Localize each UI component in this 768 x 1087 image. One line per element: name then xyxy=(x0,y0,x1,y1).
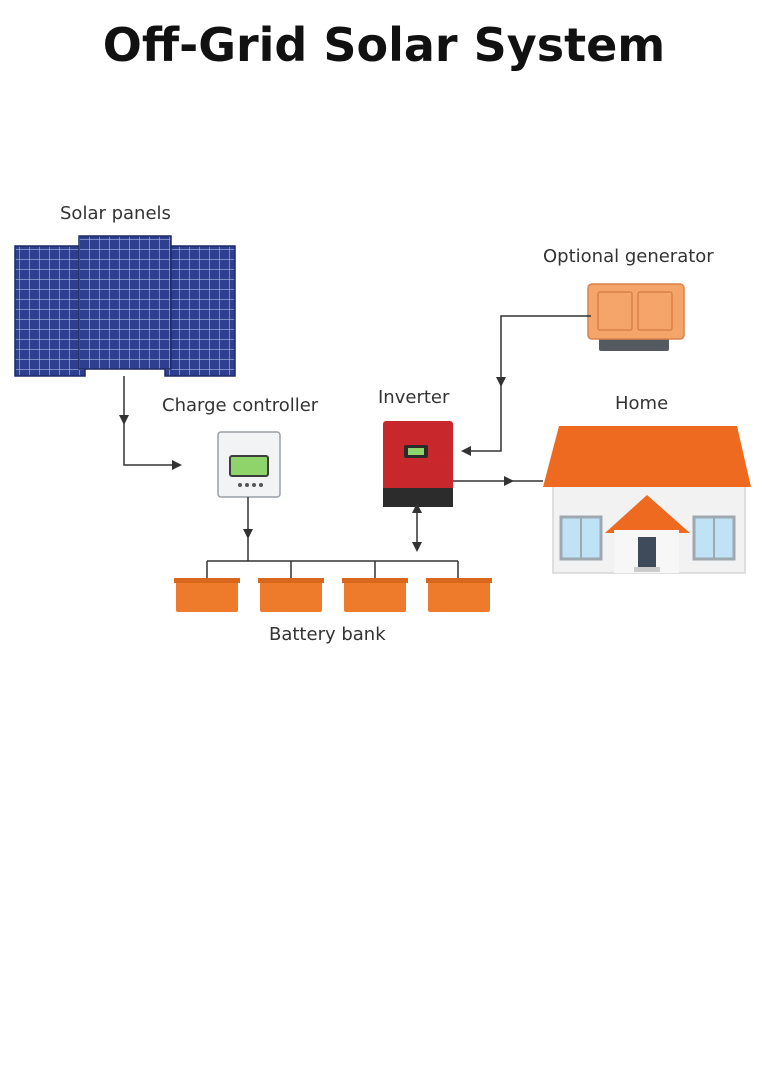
battery-icon xyxy=(426,578,492,612)
battery-bank-label: Battery bank xyxy=(269,624,386,645)
charge-controller-label: Charge controller xyxy=(162,395,319,416)
house-icon xyxy=(543,426,751,574)
connection-arrows xyxy=(119,315,591,561)
battery-wiring xyxy=(206,560,459,580)
battery-icon xyxy=(174,578,240,612)
home-label: Home xyxy=(615,393,668,414)
solar-panel-left xyxy=(14,245,86,377)
charge-controller-icon xyxy=(217,431,281,498)
solar-panels xyxy=(14,235,236,377)
solar-panels-label: Solar panels xyxy=(60,203,171,224)
battery-icon xyxy=(342,578,408,612)
diagram-title: Off-Grid Solar System xyxy=(102,18,666,72)
battery-bank xyxy=(174,578,492,612)
arrow-generator-down xyxy=(496,315,591,387)
generator-icon xyxy=(587,283,685,351)
solar-panel-center xyxy=(78,235,172,370)
solar-panel-right xyxy=(164,245,236,377)
optional-generator-label: Optional generator xyxy=(543,246,714,267)
inverter-icon xyxy=(383,421,453,507)
battery-icon xyxy=(258,578,324,612)
arrow-to-charge-controller xyxy=(123,423,182,470)
inverter-label: Inverter xyxy=(378,387,450,408)
arrow-generator-to-inverter xyxy=(461,385,502,456)
